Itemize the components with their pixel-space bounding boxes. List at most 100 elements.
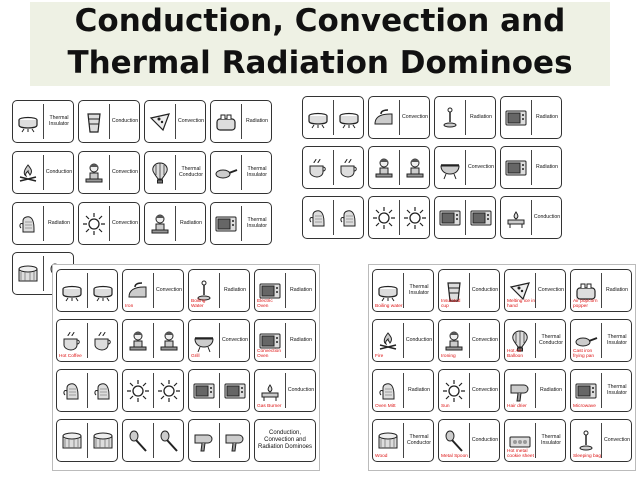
domino-card[interactable]: Conduction bbox=[78, 100, 140, 143]
spoon-icon bbox=[126, 429, 150, 453]
oven-icon bbox=[214, 212, 238, 236]
domino-card[interactable] bbox=[122, 319, 184, 362]
domino-caption: Ironing bbox=[441, 354, 456, 359]
oven-icon bbox=[258, 279, 282, 303]
domino-divider bbox=[531, 200, 532, 235]
domino-caption: Sleeping bag bbox=[573, 454, 602, 459]
domino-card[interactable]: Conduction bbox=[12, 151, 74, 194]
domino-caption: Convection Oven bbox=[257, 349, 281, 359]
pizza-icon bbox=[508, 279, 532, 303]
domino-card[interactable]: Conduction bbox=[500, 196, 562, 239]
domino-card[interactable]: Hot Coffee bbox=[56, 319, 118, 362]
domino-divider bbox=[403, 273, 404, 308]
domino-picture: Convection Oven bbox=[255, 320, 285, 361]
girl-icon bbox=[372, 156, 396, 180]
mitt-icon bbox=[91, 379, 115, 403]
domino-label: Radiation bbox=[404, 370, 433, 411]
domino-label: Thermal Insulator bbox=[242, 152, 271, 193]
domino-card[interactable] bbox=[302, 146, 364, 189]
domino-label-text: Thermal Insulator bbox=[247, 165, 267, 178]
pan-icon bbox=[214, 161, 238, 185]
domino-card[interactable] bbox=[122, 419, 184, 462]
domino-card[interactable]: Iron Convection bbox=[122, 269, 184, 312]
domino-label: Convection bbox=[176, 101, 205, 142]
domino-card[interactable]: Convection bbox=[144, 100, 206, 143]
domino-caption: Oven Mitt bbox=[375, 404, 396, 409]
domino-picture bbox=[13, 101, 43, 142]
domino-label: Convection bbox=[154, 270, 183, 311]
domino-label-text: Thermal Insulator bbox=[247, 216, 267, 229]
domino-card[interactable]: Thermal Insulator bbox=[12, 100, 74, 143]
oven-icon bbox=[504, 156, 528, 180]
domino-card[interactable]: Radiation bbox=[12, 202, 74, 245]
domino-card[interactable] bbox=[188, 419, 250, 462]
domino-picture bbox=[189, 420, 219, 461]
domino-label: Radiation bbox=[536, 370, 565, 411]
domino-card[interactable]: Oven Mitt Radiation bbox=[372, 369, 434, 412]
domino-picture bbox=[154, 320, 183, 361]
domino-card[interactable]: Convection bbox=[434, 146, 496, 189]
oven-icon bbox=[504, 106, 528, 130]
domino-caption: Melting ice in hand bbox=[507, 299, 535, 309]
domino-card[interactable] bbox=[188, 369, 250, 412]
domino-card[interactable] bbox=[56, 269, 118, 312]
domino-card[interactable]: Thermal Insulator bbox=[210, 151, 272, 194]
domino-picture bbox=[123, 370, 153, 411]
cover-domino[interactable]: Conduction, Convection and Radiation Dom… bbox=[254, 419, 316, 462]
domino-picture bbox=[123, 320, 153, 361]
domino-label: Thermal Insulator bbox=[602, 370, 631, 411]
domino-card[interactable] bbox=[368, 146, 430, 189]
domino-card[interactable]: Radiation bbox=[210, 100, 272, 143]
domino-divider bbox=[153, 273, 154, 308]
domino-card[interactable]: Radiation bbox=[144, 202, 206, 245]
domino-card[interactable] bbox=[302, 96, 364, 139]
domino-card[interactable]: Convection bbox=[368, 96, 430, 139]
domino-card[interactable] bbox=[434, 196, 496, 239]
domino-label: Radiation bbox=[602, 270, 631, 311]
domino-card[interactable]: Radiation bbox=[434, 96, 496, 139]
pot-icon bbox=[376, 279, 400, 303]
domino-divider bbox=[241, 155, 242, 190]
domino-caption: Iron bbox=[125, 304, 134, 309]
domino-picture bbox=[145, 203, 175, 244]
domino-label: Convection bbox=[602, 420, 631, 461]
domino-card[interactable]: Radiation bbox=[500, 96, 562, 139]
domino-divider bbox=[535, 423, 536, 458]
domino-card[interactable] bbox=[122, 369, 184, 412]
domino-card[interactable]: Thermal Insulator bbox=[210, 202, 272, 245]
domino-card[interactable]: Convection bbox=[78, 151, 140, 194]
domino-card[interactable] bbox=[56, 369, 118, 412]
coffee-icon bbox=[60, 329, 84, 353]
domino-card[interactable]: Radiation bbox=[500, 146, 562, 189]
domino-card[interactable] bbox=[56, 419, 118, 462]
domino-picture bbox=[303, 147, 333, 188]
domino-picture bbox=[334, 97, 363, 138]
domino-label: Radiation bbox=[532, 97, 561, 138]
domino-picture bbox=[303, 197, 333, 238]
domino-card[interactable]: Thermal Conductor bbox=[144, 151, 206, 194]
domino-card[interactable] bbox=[368, 196, 430, 239]
domino-card[interactable] bbox=[302, 196, 364, 239]
domino-divider bbox=[43, 206, 44, 241]
domino-card[interactable]: Convection bbox=[78, 202, 140, 245]
